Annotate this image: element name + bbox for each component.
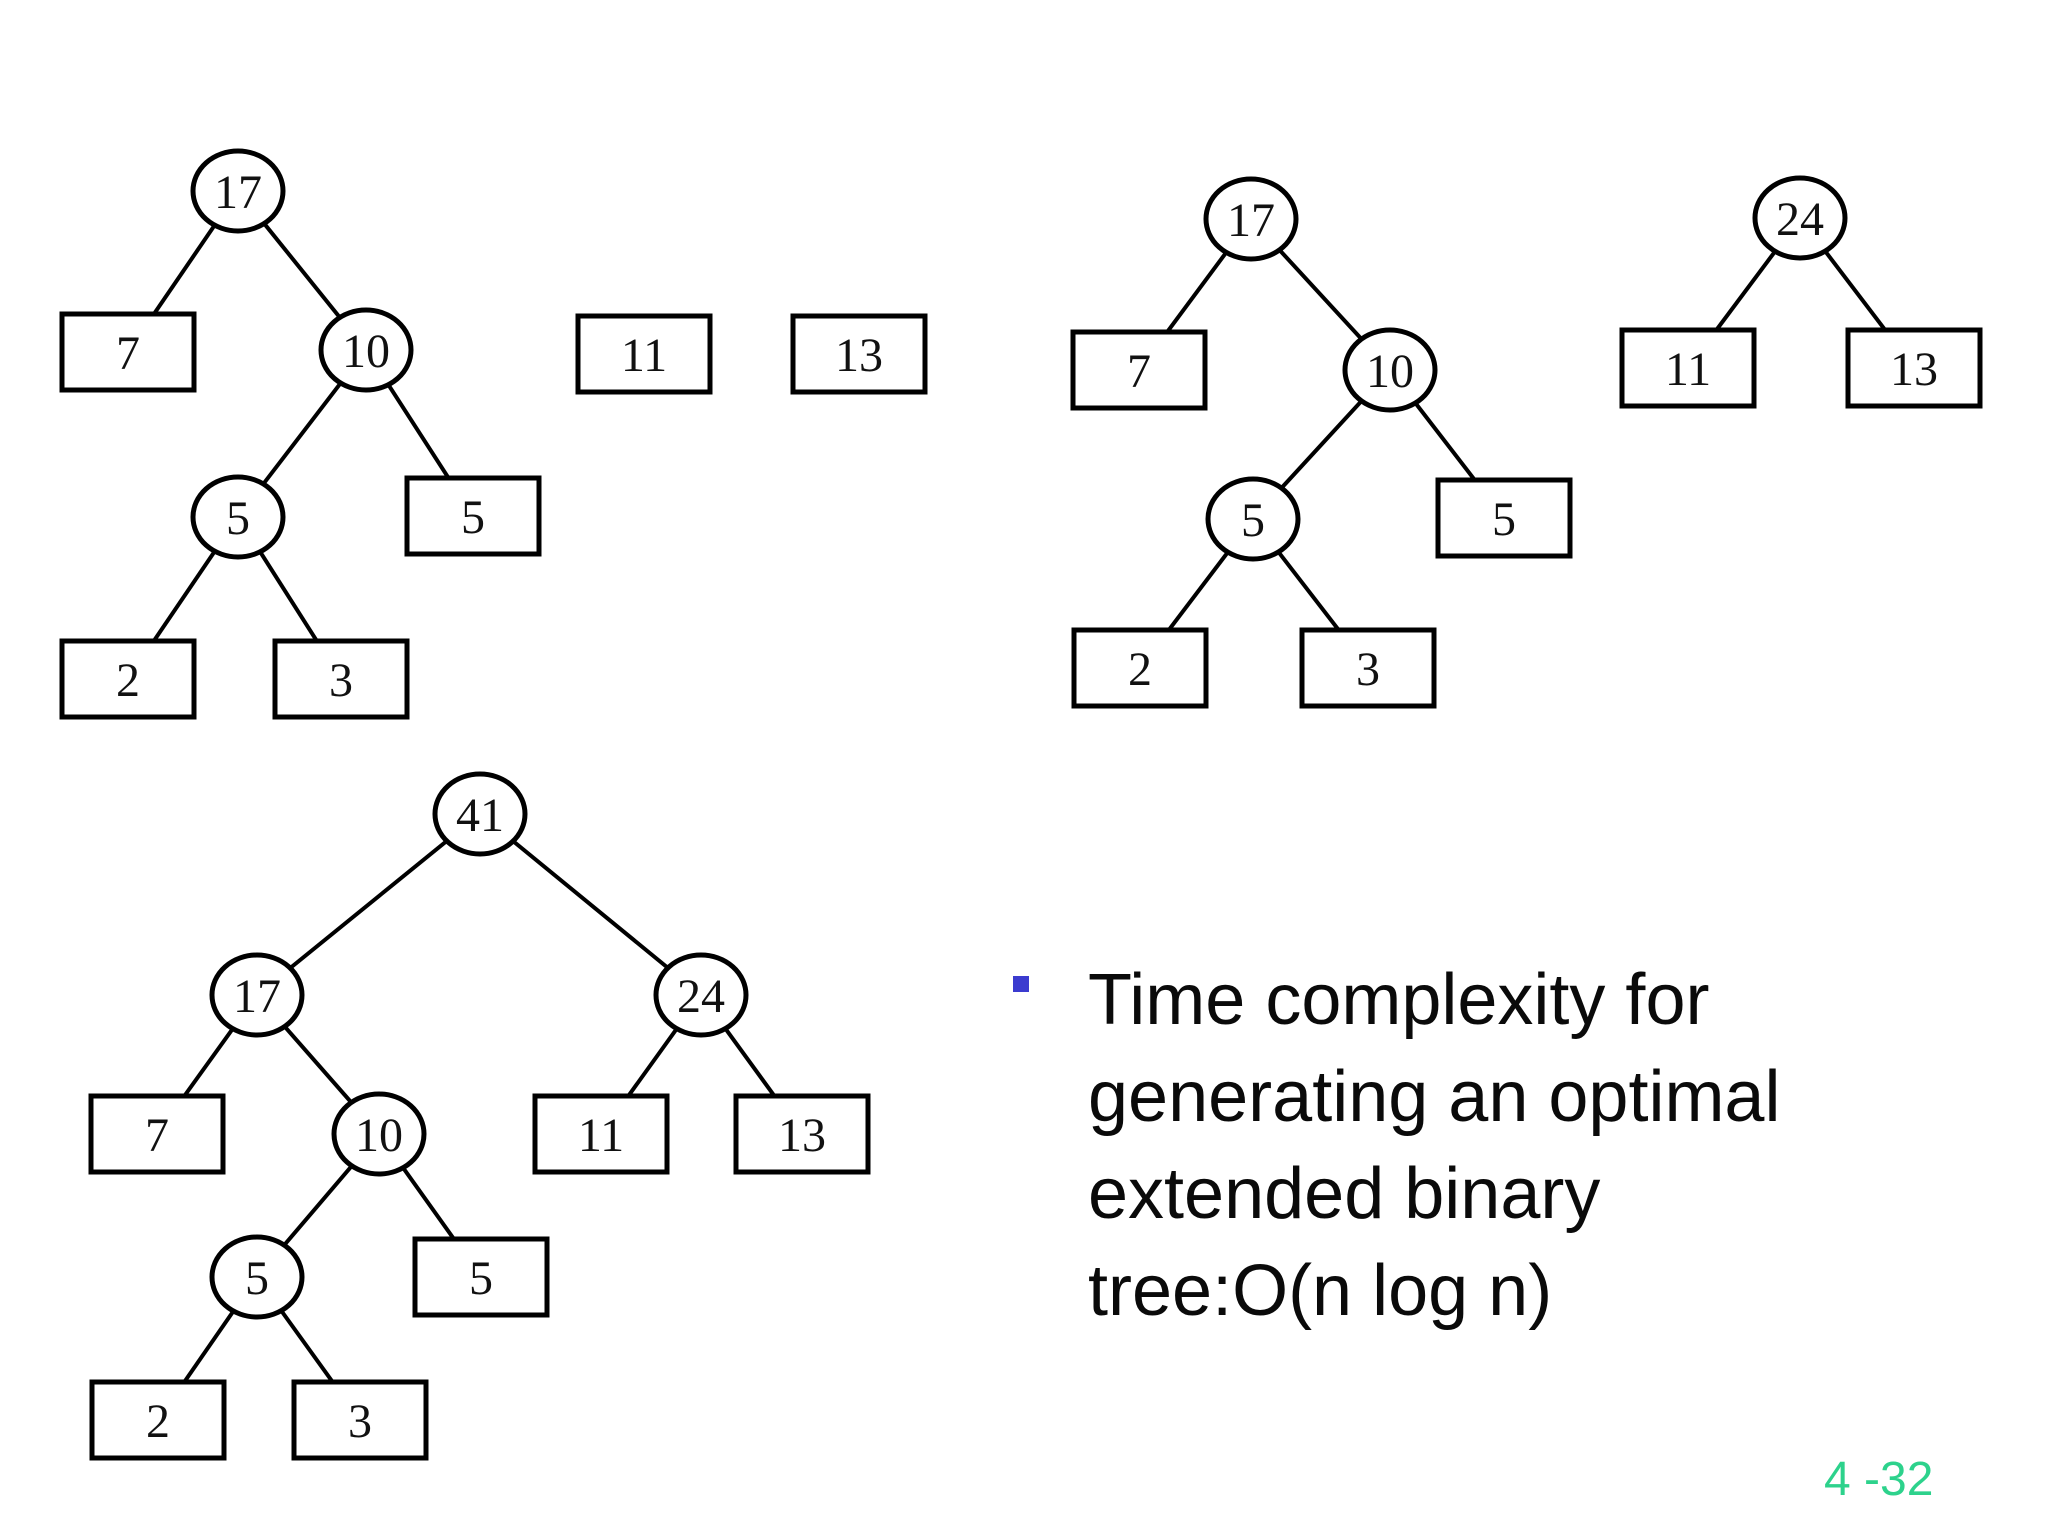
internal-node-circle-17 <box>1203 176 1299 262</box>
node-label-2: 2 <box>146 1395 170 1448</box>
node-label-13: 13 <box>1890 343 1938 396</box>
bullet-marker-icon <box>1013 976 1029 992</box>
node-label-10: 10 <box>355 1109 403 1162</box>
node-label-13: 13 <box>778 1109 826 1162</box>
node-label-5: 5 <box>226 492 250 545</box>
node-label-5: 5 <box>1241 494 1265 547</box>
bullet-text-line: tree:O(n log n) <box>1088 1251 1553 1331</box>
external-node-box-7 <box>59 311 197 393</box>
internal-node-circle-5 <box>1205 476 1301 562</box>
internal-node-circle-10 <box>331 1091 427 1177</box>
external-node-box-11 <box>575 313 713 395</box>
node-label-10: 10 <box>1366 345 1414 398</box>
node-label-13: 13 <box>835 329 883 382</box>
internal-node-circle-41 <box>432 771 528 857</box>
external-node-box-3 <box>1299 627 1437 709</box>
external-node-box-7 <box>1070 329 1208 411</box>
external-node-box-3 <box>272 638 410 720</box>
external-node-box-5 <box>412 1236 550 1318</box>
external-node-box-11 <box>532 1093 670 1175</box>
external-node-box-13 <box>733 1093 871 1175</box>
internal-node-circle-24 <box>1752 175 1848 261</box>
node-label-11: 11 <box>578 1109 624 1162</box>
external-node-box-3 <box>291 1379 429 1461</box>
node-label-7: 7 <box>145 1109 169 1162</box>
internal-node-circle-10 <box>318 307 414 393</box>
node-label-24: 24 <box>677 970 725 1023</box>
external-node-box-11 <box>1619 327 1757 409</box>
node-label-2: 2 <box>1128 643 1152 696</box>
external-node-box-13 <box>790 313 928 395</box>
node-label-3: 3 <box>1356 643 1380 696</box>
page-number: 4 -32 <box>1824 1453 1934 1506</box>
tree-edge-41-17 <box>255 812 482 997</box>
node-label-5: 5 <box>469 1252 493 1305</box>
node-label-5: 5 <box>461 491 485 544</box>
node-label-5: 5 <box>245 1252 269 1305</box>
node-label-17: 17 <box>214 166 262 219</box>
node-label-24: 24 <box>1776 193 1824 246</box>
external-node-box-5 <box>404 475 542 557</box>
step-3-merged-tree: 41 17 24 7 10 11 13 5 5 2 3 <box>88 771 871 1461</box>
step-1-forest: 17 7 10 11 13 5 5 2 3 <box>59 148 928 720</box>
node-label-3: 3 <box>348 1395 372 1448</box>
external-node-box-2 <box>89 1379 227 1461</box>
internal-node-circle-17 <box>209 952 305 1038</box>
node-label-7: 7 <box>1127 345 1151 398</box>
node-label-41: 41 <box>456 789 504 842</box>
bullet-text: Time complexity for generating an optimal… <box>1088 952 1888 1340</box>
internal-node-circle-5 <box>190 474 286 560</box>
step-2-forest: 17 7 10 5 5 2 3 24 11 13 <box>1070 175 1983 709</box>
bullet-text-line: generating an optimal <box>1088 1057 1781 1137</box>
node-label-17: 17 <box>1227 194 1275 247</box>
internal-node-circle-17 <box>190 148 286 234</box>
node-label-11: 11 <box>1665 343 1711 396</box>
external-node-box-2 <box>1071 627 1209 709</box>
internal-node-circle-10 <box>1342 327 1438 413</box>
external-node-box-2 <box>59 638 197 720</box>
node-label-10: 10 <box>342 325 390 378</box>
node-label-5: 5 <box>1492 493 1516 546</box>
external-node-box-7 <box>88 1093 226 1175</box>
bullet-text-line: extended binary <box>1088 1154 1601 1234</box>
node-label-17: 17 <box>233 970 281 1023</box>
node-label-7: 7 <box>116 327 140 380</box>
bullet-text-line: Time complexity for <box>1088 960 1710 1040</box>
internal-node-circle-24 <box>653 952 749 1038</box>
node-label-3: 3 <box>329 654 353 707</box>
tree-edge-41-24 <box>478 812 703 997</box>
internal-node-circle-5 <box>209 1234 305 1320</box>
external-node-box-5 <box>1435 477 1573 559</box>
external-node-box-13 <box>1845 327 1983 409</box>
node-label-11: 11 <box>621 329 667 382</box>
node-label-2: 2 <box>116 654 140 707</box>
